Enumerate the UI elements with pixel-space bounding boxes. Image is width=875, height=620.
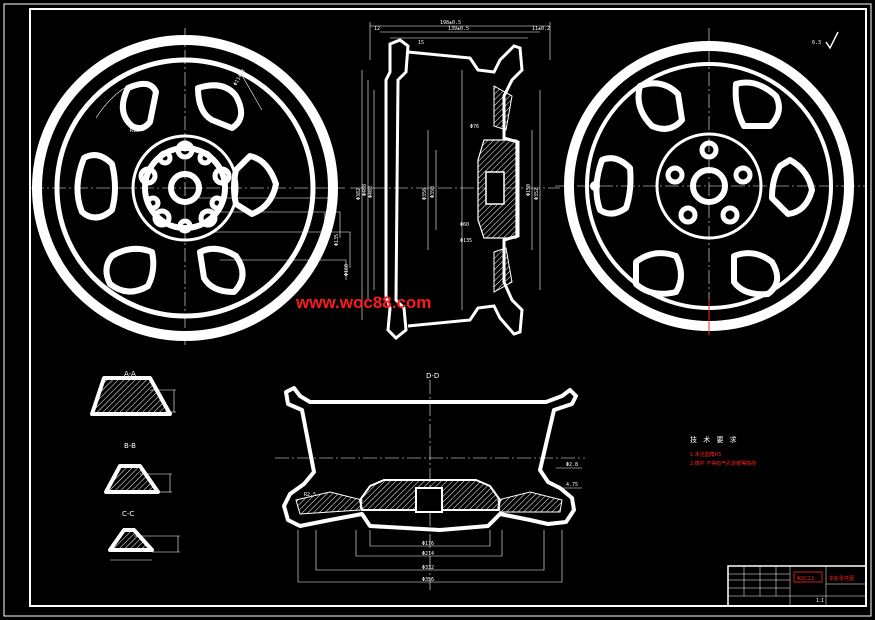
dim-bottom-3: Φ356 bbox=[422, 577, 434, 583]
dim-side-top-4: 15 bbox=[418, 40, 424, 46]
dim-bottom-5: Φ2.8 bbox=[566, 462, 578, 468]
tech-requirement-item: 2.铸件 不得有气孔砂眼等缺陷 bbox=[690, 460, 756, 467]
dim-side-5: Φ352 bbox=[534, 188, 540, 200]
dim-bottom-4: R2.5 bbox=[304, 492, 316, 498]
svg-text:6.3: 6.3 bbox=[812, 40, 821, 46]
dim-side-3: Φ356 bbox=[422, 188, 428, 200]
title-block-code: ADC12 bbox=[797, 576, 814, 582]
dim-front-1: R15 bbox=[130, 128, 139, 134]
section-cc-label: C-C bbox=[122, 510, 134, 518]
section-bb-label: B-B bbox=[124, 442, 136, 450]
dim-side-top-1: 139±0.5 bbox=[448, 26, 469, 32]
section-dd-label: D-D bbox=[426, 372, 439, 380]
section-aa-label: A-A bbox=[124, 370, 136, 378]
dim-side-4: Φ390 bbox=[430, 186, 436, 198]
dim-side-top-3: 12 bbox=[374, 26, 380, 32]
dim-front-4: Φ160 bbox=[344, 264, 350, 276]
title-block: ADC12 车轮零件图 1:1 bbox=[727, 565, 867, 607]
section-aa: A-A bbox=[90, 370, 176, 416]
outer-frame bbox=[3, 3, 872, 617]
dim-bottom-1: Φ214 bbox=[422, 551, 434, 557]
front-view-right bbox=[555, 28, 866, 335]
section-dd: D-D Φ176 Φ214 Φ332 Φ356 R2.5 Φ2.8 4.75 bbox=[275, 372, 585, 590]
dim-side-2: Φ408 bbox=[368, 186, 374, 198]
dim-side-1: Φ408 bbox=[362, 184, 368, 196]
front-view-left bbox=[30, 28, 351, 345]
dim-side-top-2: 11±0.2 bbox=[532, 26, 550, 32]
dim-side-7: Φ60 bbox=[460, 222, 469, 228]
inner-frame bbox=[29, 8, 867, 607]
dim-side-8: Φ135 bbox=[460, 238, 472, 244]
dim-bottom-0: Φ176 bbox=[422, 541, 434, 547]
watermark-text: www.woc88.com bbox=[295, 293, 431, 312]
roughness-symbol-icon: 6.3 bbox=[812, 31, 839, 50]
dim-side-top-0: 198±0.5 bbox=[440, 20, 461, 26]
title-block-scale: 1:1 bbox=[816, 598, 824, 604]
dim-bottom-2: Φ332 bbox=[422, 565, 434, 571]
section-cc: C-C bbox=[108, 510, 180, 561]
title-block-name: 车轮零件图 bbox=[829, 575, 854, 582]
dim-side-9: Φ76 bbox=[470, 124, 479, 130]
dim-front-2: Φ82 bbox=[324, 213, 330, 222]
tech-requirement-item: 1.未注圆角R5 bbox=[690, 451, 721, 458]
dim-side-6: Φ150 bbox=[526, 184, 532, 196]
section-bb: B-B bbox=[104, 442, 172, 494]
tech-requirements-title: 技 术 要 求 bbox=[690, 435, 739, 444]
tech-requirements: 技 术 要 求 1.未注圆角R5 2.铸件 不得有气孔砂眼等缺陷 bbox=[690, 435, 756, 467]
dim-bottom-6: 4.75 bbox=[566, 482, 578, 488]
dim-front-3: Φ135 bbox=[334, 234, 340, 246]
side-section-view: 198±0.5 139±0.5 11±0.2 12 15 Φ382 Φ408 Φ… bbox=[350, 20, 560, 341]
dim-side-0: Φ382 bbox=[356, 188, 362, 200]
